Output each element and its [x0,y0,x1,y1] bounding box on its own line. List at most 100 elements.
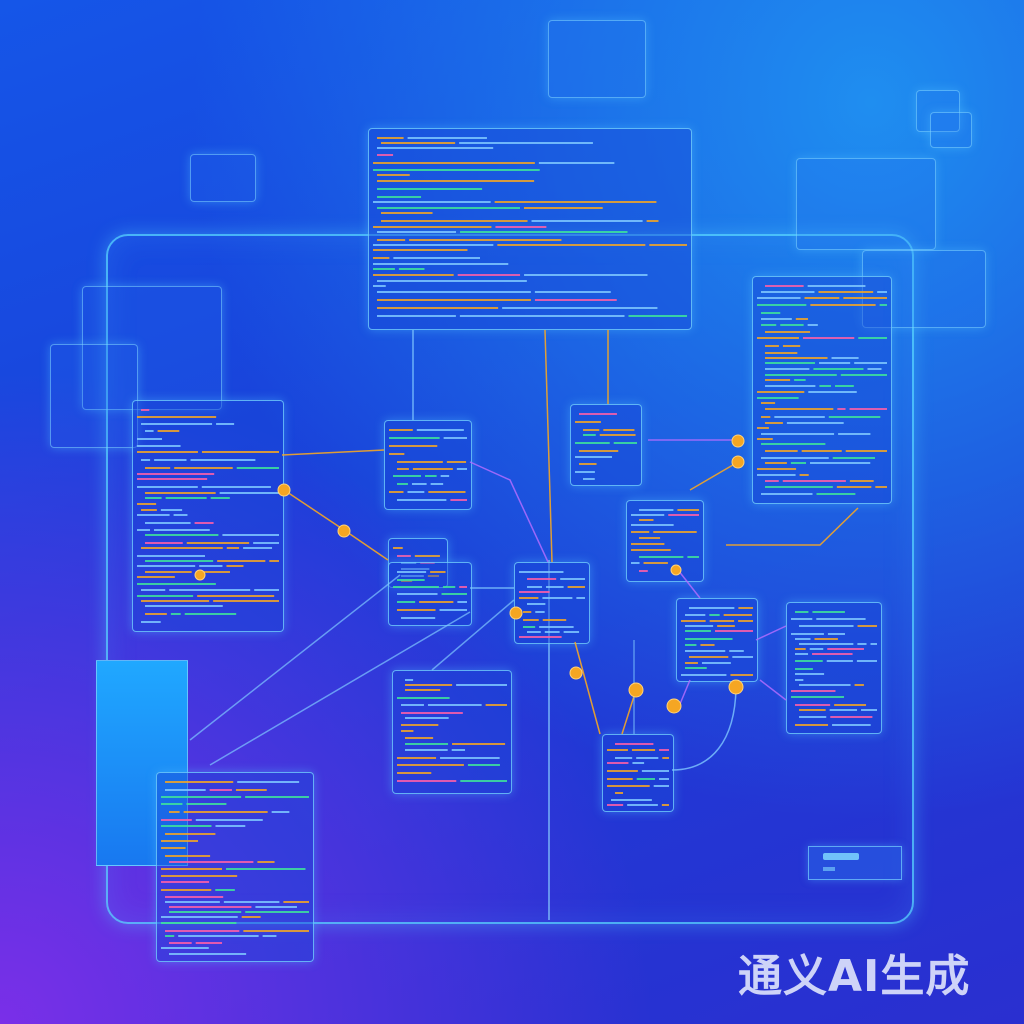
code-line [799,474,809,476]
code-line [531,220,643,222]
code-lines [631,509,699,572]
code-line [639,519,654,521]
code-line [583,429,600,431]
code-line [186,542,250,544]
code-line [765,345,779,347]
code-line [446,461,467,463]
code-line [757,391,805,393]
code-line [628,315,687,317]
code-line [165,789,206,791]
code-line [799,709,826,711]
code-line [791,618,813,620]
connector-line [679,679,691,705]
code-line [534,291,611,293]
code-line [542,619,567,621]
code-line [795,724,829,726]
code-line [145,497,162,499]
code-line [373,263,509,265]
code-line [373,201,491,203]
code-line [639,570,648,572]
code-line [401,575,424,577]
code-line [631,562,640,564]
code-line [213,600,279,602]
code-line [439,609,467,611]
main-glow-frame [106,234,914,924]
code-line [603,429,635,431]
code-line [799,643,854,645]
code-lines [791,611,877,726]
code-line [802,337,855,339]
code-line [137,445,181,447]
code-line [795,611,809,613]
code-line [631,549,671,551]
code-line [430,571,446,573]
code-line [254,589,279,591]
code-line [397,601,416,603]
code-line [539,626,574,628]
code-line [535,611,545,613]
code-line [685,630,711,632]
connector-line [759,679,787,701]
code-line [689,656,729,658]
code-line [795,679,804,681]
code-line [401,704,424,706]
code-line [765,480,779,482]
code-line [819,385,832,387]
code-line [416,429,464,431]
code-line [765,486,833,488]
code-line [765,352,798,354]
code-line [373,162,535,164]
code-line [459,586,467,588]
code-line [170,613,181,615]
code-line [579,413,617,415]
doc-panel-left-back [50,344,138,448]
code-line [661,804,669,806]
code-line [643,562,668,564]
code-line [243,930,309,932]
code-line [440,757,500,759]
code-line [157,430,180,432]
code-line [816,618,866,620]
code-line [607,778,633,780]
code-line [397,697,450,699]
code-line [145,605,223,607]
code-line [137,583,216,585]
code-line [377,196,422,198]
code-line [459,315,625,317]
code-line [546,586,564,588]
code-line [389,453,405,455]
code-line [615,792,624,794]
code-line [389,445,438,447]
code-line [412,468,453,470]
doc-panel-left [82,286,222,410]
code-line [757,397,799,399]
code-line [814,638,838,640]
code-line [161,840,199,842]
code-line [253,542,279,544]
code-line [765,379,791,381]
code-line [523,207,603,209]
top-square-panel [548,20,646,98]
node-e [514,562,590,644]
code-line [857,643,867,645]
code-line [381,220,528,222]
code-line [717,625,735,627]
code-line [795,704,831,706]
code-line [867,368,882,370]
code-line [393,257,480,259]
code-line [794,379,806,381]
code-line [659,778,669,780]
code-line [836,486,872,488]
connector-node [277,483,291,497]
code-line [161,881,210,883]
node-d [388,562,472,626]
connector-line [469,461,549,563]
code-line [141,547,223,549]
code-line [761,312,781,314]
connector-node [194,569,206,581]
code-line [393,475,422,477]
code-line [849,408,887,410]
code-line [217,560,266,562]
code-line [467,764,500,766]
code-line [583,478,595,480]
